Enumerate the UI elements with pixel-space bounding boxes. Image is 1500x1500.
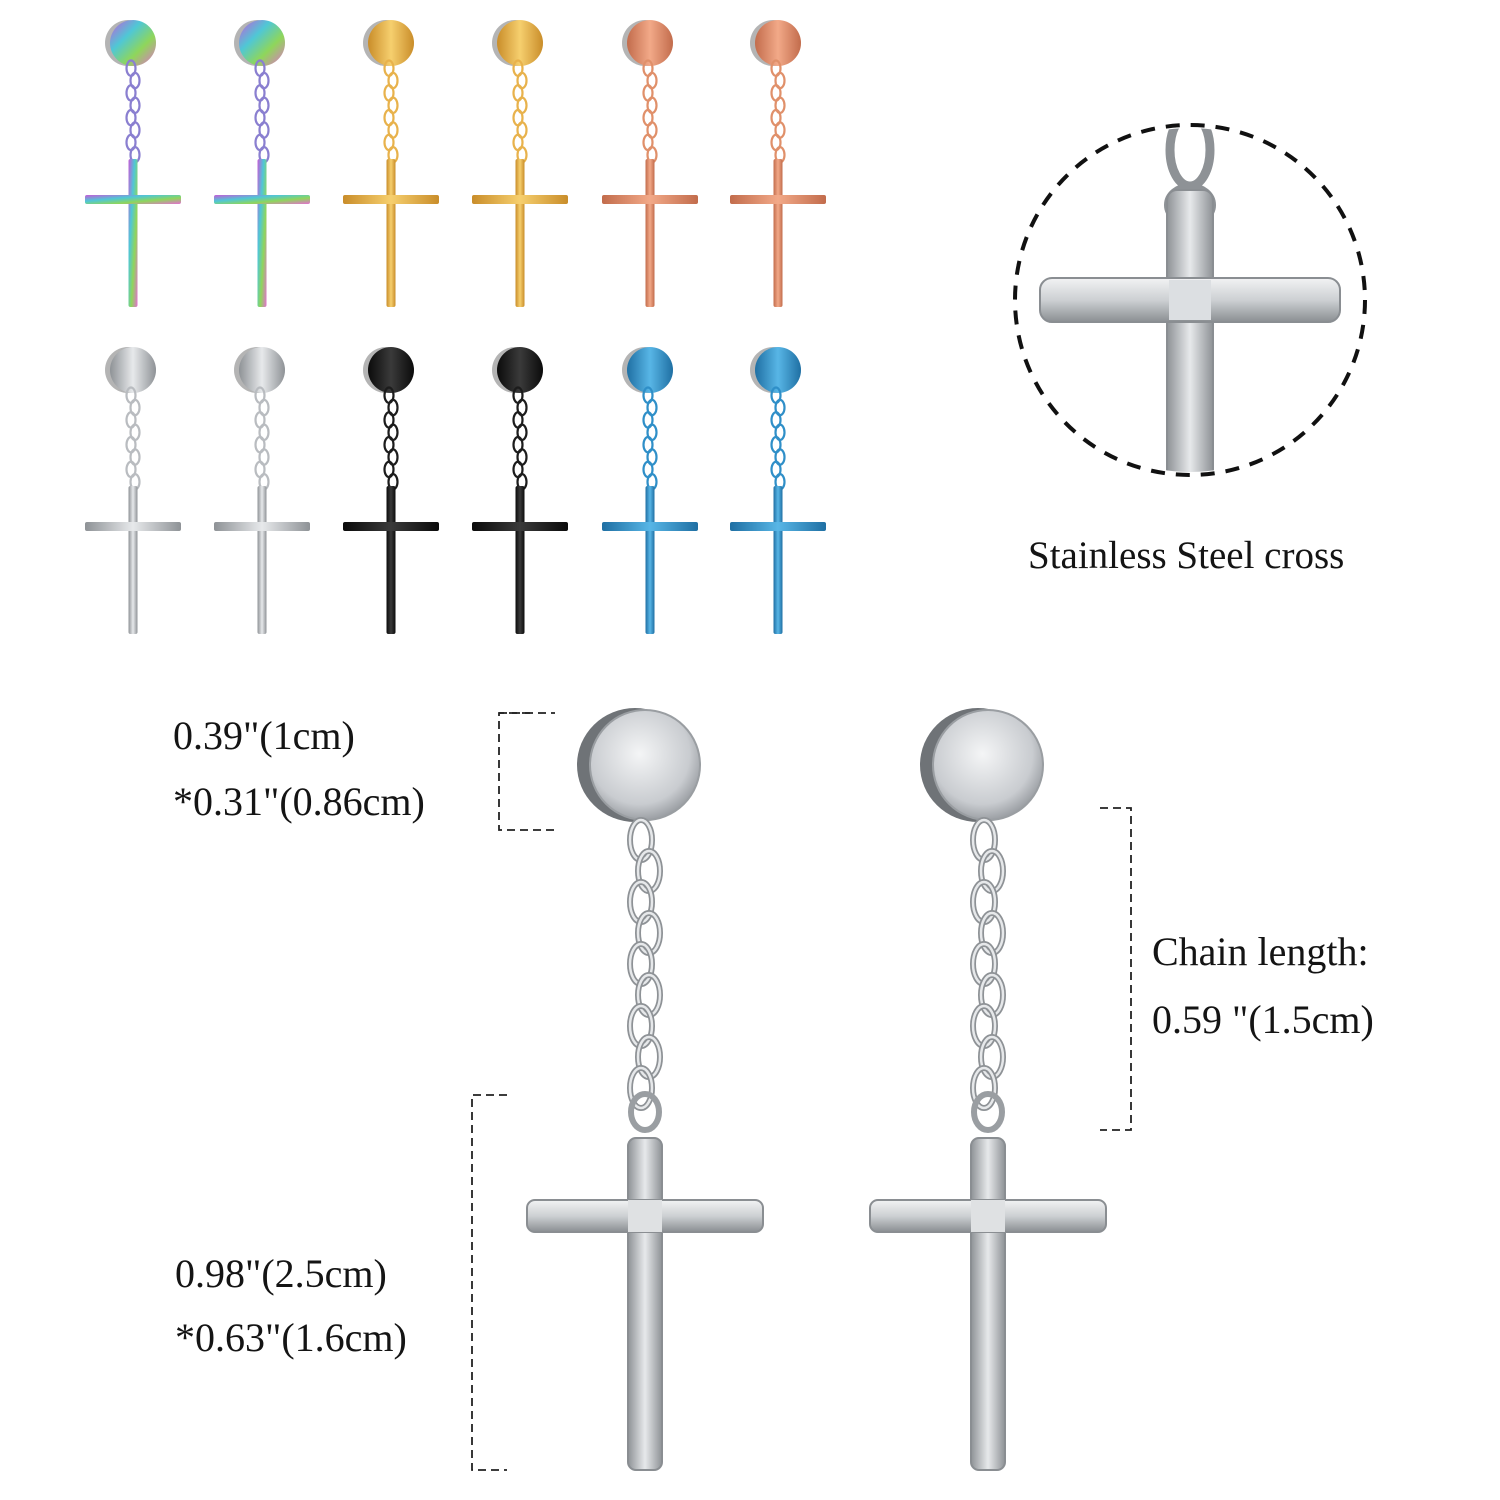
cross-vertical — [627, 1137, 663, 1471]
cross-horizontal — [214, 195, 310, 204]
cross-horizontal — [730, 522, 826, 531]
stud-disc — [627, 20, 673, 66]
zoom-circle-outline — [1013, 123, 1367, 477]
cross-size-line-1: 0.98"(2.5cm) — [175, 1251, 387, 1296]
cross-vertical — [515, 159, 525, 307]
stud-disc — [239, 347, 285, 393]
stud-disc — [110, 347, 156, 393]
cross-vertical — [773, 159, 783, 307]
stainless-steel-caption: Stainless Steel cross — [1028, 534, 1345, 577]
cross-vertical — [773, 486, 783, 634]
earring-rainbow-1 — [85, 20, 181, 307]
large-earring-right — [869, 708, 1107, 1471]
cross-vertical — [386, 159, 396, 307]
chain-length-label: Chain length: — [1152, 929, 1369, 974]
cross-vertical — [645, 486, 655, 634]
cross-vertical — [128, 486, 138, 634]
cross-horizontal — [602, 195, 698, 204]
cross-vertical — [1166, 189, 1214, 472]
cross-horizontal — [85, 195, 181, 204]
large-earring-left — [526, 708, 764, 1471]
cross-horizontal — [602, 522, 698, 531]
stud-disc — [239, 20, 285, 66]
stud-disc — [497, 347, 543, 393]
stud-disc — [110, 20, 156, 66]
stud-disc — [368, 347, 414, 393]
cross-horizontal — [472, 195, 568, 204]
earring-rose-gold-2 — [730, 20, 826, 307]
stud-disc — [755, 347, 801, 393]
stud-disc — [589, 709, 701, 821]
cross-size-line-2: *0.63"(1.6cm) — [175, 1315, 407, 1360]
earring-rose-gold-1 — [602, 20, 698, 307]
stud-size-line-1: 0.39"(1cm) — [173, 713, 355, 758]
stud-disc — [627, 347, 673, 393]
cross-size-bracket — [471, 1094, 507, 1471]
zoom-cross-detail — [1039, 128, 1341, 472]
stud-size-bracket — [498, 712, 557, 831]
stud-disc — [755, 20, 801, 66]
stud-disc — [497, 20, 543, 66]
earring-blue-2 — [730, 347, 826, 634]
cross-horizontal — [343, 522, 439, 531]
cross-horizontal — [472, 522, 568, 531]
earring-black-2 — [472, 347, 568, 634]
cross-horizontal — [343, 195, 439, 204]
earring-gold-2 — [472, 20, 568, 307]
cross-horizontal — [730, 195, 826, 204]
stud-size-line-2: *0.31"(0.86cm) — [173, 779, 425, 824]
cross-vertical — [515, 486, 525, 634]
cross-vertical — [257, 159, 267, 307]
earring-silver-1 — [85, 347, 181, 634]
chain-length-bracket — [1100, 807, 1132, 1131]
cross-vertical — [386, 486, 396, 634]
cross-vertical — [645, 159, 655, 307]
earring-blue-1 — [602, 347, 698, 634]
stud-disc — [368, 20, 414, 66]
cross-vertical — [128, 159, 138, 307]
cross-vertical — [257, 486, 267, 634]
earring-black-1 — [343, 347, 439, 634]
stud-disc — [932, 709, 1044, 821]
cross-horizontal — [214, 522, 310, 531]
chain-length-value: 0.59 "(1.5cm) — [1152, 997, 1374, 1042]
earring-silver-2 — [214, 347, 310, 634]
earring-rainbow-2 — [214, 20, 310, 307]
cross-vertical — [970, 1137, 1006, 1471]
earring-gold-1 — [343, 20, 439, 307]
cross-horizontal — [85, 522, 181, 531]
